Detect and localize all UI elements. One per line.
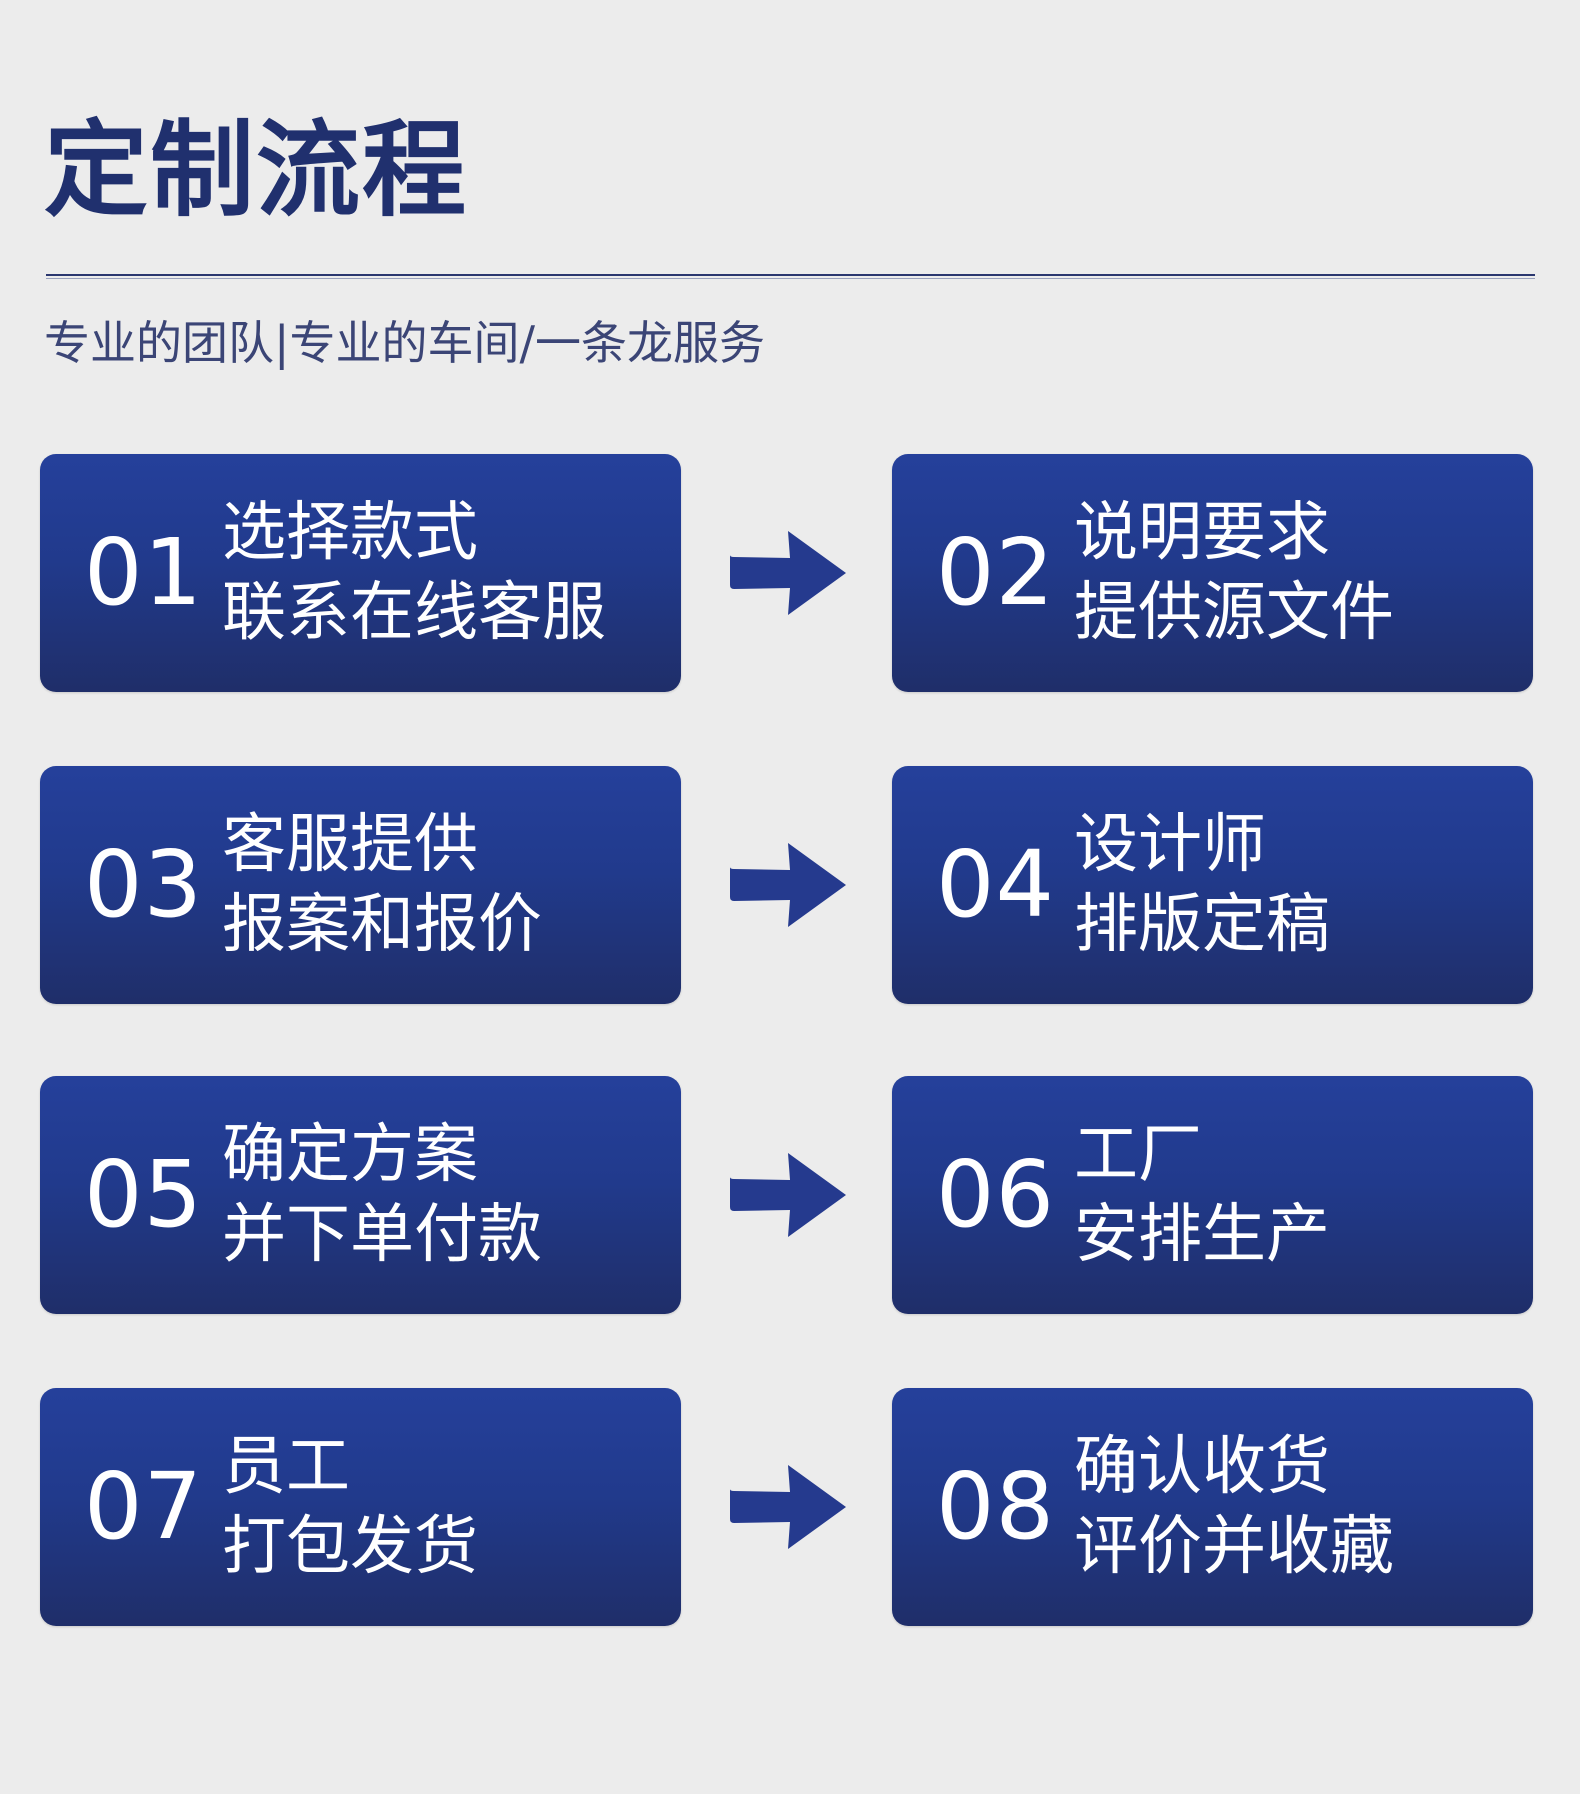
arrow-right-icon <box>724 1461 850 1553</box>
step-text: 设计师 排版定稿 <box>1074 805 1514 965</box>
step-line-2: 并下单付款 <box>222 1198 542 1272</box>
step-text: 选择款式 联系在线客服 <box>222 493 662 653</box>
arrow-right-icon <box>724 527 850 619</box>
step-line-1: 客服提供 <box>222 808 478 882</box>
step-line-1: 确定方案 <box>222 1118 478 1192</box>
step-line-2: 提供源文件 <box>1074 576 1394 650</box>
step-line-2: 评价并收藏 <box>1074 1510 1394 1584</box>
step-line-1: 员工 <box>222 1430 350 1504</box>
step-text: 工厂 安排生产 <box>1074 1115 1514 1275</box>
step-line-1: 说明要求 <box>1074 496 1330 570</box>
step-card-01: 01 选择款式 联系在线客服 <box>40 454 681 692</box>
step-card-07: 07 员工 打包发货 <box>40 1388 681 1626</box>
page-title: 定制流程 <box>44 109 469 231</box>
step-text: 确认收货 评价并收藏 <box>1074 1427 1514 1587</box>
step-number: 07 <box>84 1453 204 1560</box>
step-line-1: 设计师 <box>1074 808 1266 882</box>
step-number: 08 <box>936 1453 1056 1560</box>
step-number: 04 <box>936 831 1056 938</box>
step-line-2: 排版定稿 <box>1074 888 1330 962</box>
step-number: 05 <box>84 1141 204 1248</box>
step-text: 说明要求 提供源文件 <box>1074 493 1514 653</box>
step-number: 02 <box>936 519 1056 626</box>
step-number: 06 <box>936 1141 1056 1248</box>
step-line-1: 选择款式 <box>222 496 478 570</box>
title-divider <box>46 274 1535 279</box>
step-line-2: 报案和报价 <box>222 888 542 962</box>
step-card-03: 03 客服提供 报案和报价 <box>40 766 681 1004</box>
step-text: 员工 打包发货 <box>222 1427 662 1587</box>
step-card-08: 08 确认收货 评价并收藏 <box>892 1388 1533 1626</box>
step-text: 确定方案 并下单付款 <box>222 1115 662 1275</box>
step-line-1: 确认收货 <box>1074 1430 1330 1504</box>
page-subtitle: 专业的团队|专业的车间/一条龙服务 <box>44 316 765 370</box>
step-line-2: 联系在线客服 <box>222 576 606 650</box>
step-card-04: 04 设计师 排版定稿 <box>892 766 1533 1004</box>
step-card-06: 06 工厂 安排生产 <box>892 1076 1533 1314</box>
step-card-05: 05 确定方案 并下单付款 <box>40 1076 681 1314</box>
arrow-right-icon <box>724 839 850 931</box>
step-line-1: 工厂 <box>1074 1118 1202 1192</box>
arrow-right-icon <box>724 1149 850 1241</box>
step-line-2: 安排生产 <box>1074 1198 1330 1272</box>
step-card-02: 02 说明要求 提供源文件 <box>892 454 1533 692</box>
step-line-2: 打包发货 <box>222 1510 478 1584</box>
step-text: 客服提供 报案和报价 <box>222 805 662 965</box>
step-number: 03 <box>84 831 204 938</box>
step-number: 01 <box>84 519 204 626</box>
